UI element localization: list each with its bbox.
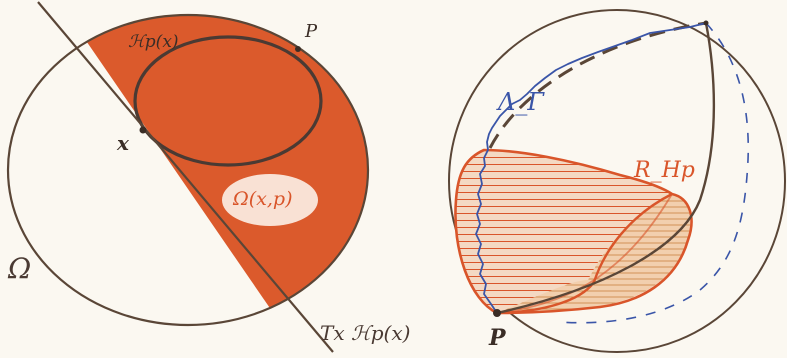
point-p-left-label: P [304,21,318,42]
region-omega-label: Ω(x,p) [232,188,293,210]
geodesic-arc-back [488,21,707,149]
tangent-label: Tx ℋp(x) [320,321,410,345]
point-x-label: x [116,131,130,155]
region-r-label: R_Hp [633,158,695,183]
region-r-lobe [497,194,691,313]
point-x [139,126,147,134]
limit-set-label: Λ_Γ [496,88,545,116]
tangent-line [37,1,334,353]
geodesic-arc-front [496,22,716,315]
point-p-right [493,309,501,317]
point-top [703,20,709,26]
region-r-back-edge [496,193,673,314]
horosphere-label: ℋp(x) [128,32,179,52]
region-label-highlight [222,174,318,226]
right-figure: Λ_Γ R_Hp P [448,9,786,353]
region-r-hatched [455,150,672,313]
limit-set-back-curve [559,22,750,324]
region-r-outline [454,148,693,315]
sphere-outline [448,9,786,353]
domain-omega-label: Ω [7,252,31,285]
point-p-left [295,46,301,52]
region-r-inner-edge [496,192,673,315]
domain-omega-outline [6,13,370,327]
limit-set-curve [475,22,707,314]
horosphere-ellipse [133,35,323,167]
point-p-right-label: P [488,325,507,351]
